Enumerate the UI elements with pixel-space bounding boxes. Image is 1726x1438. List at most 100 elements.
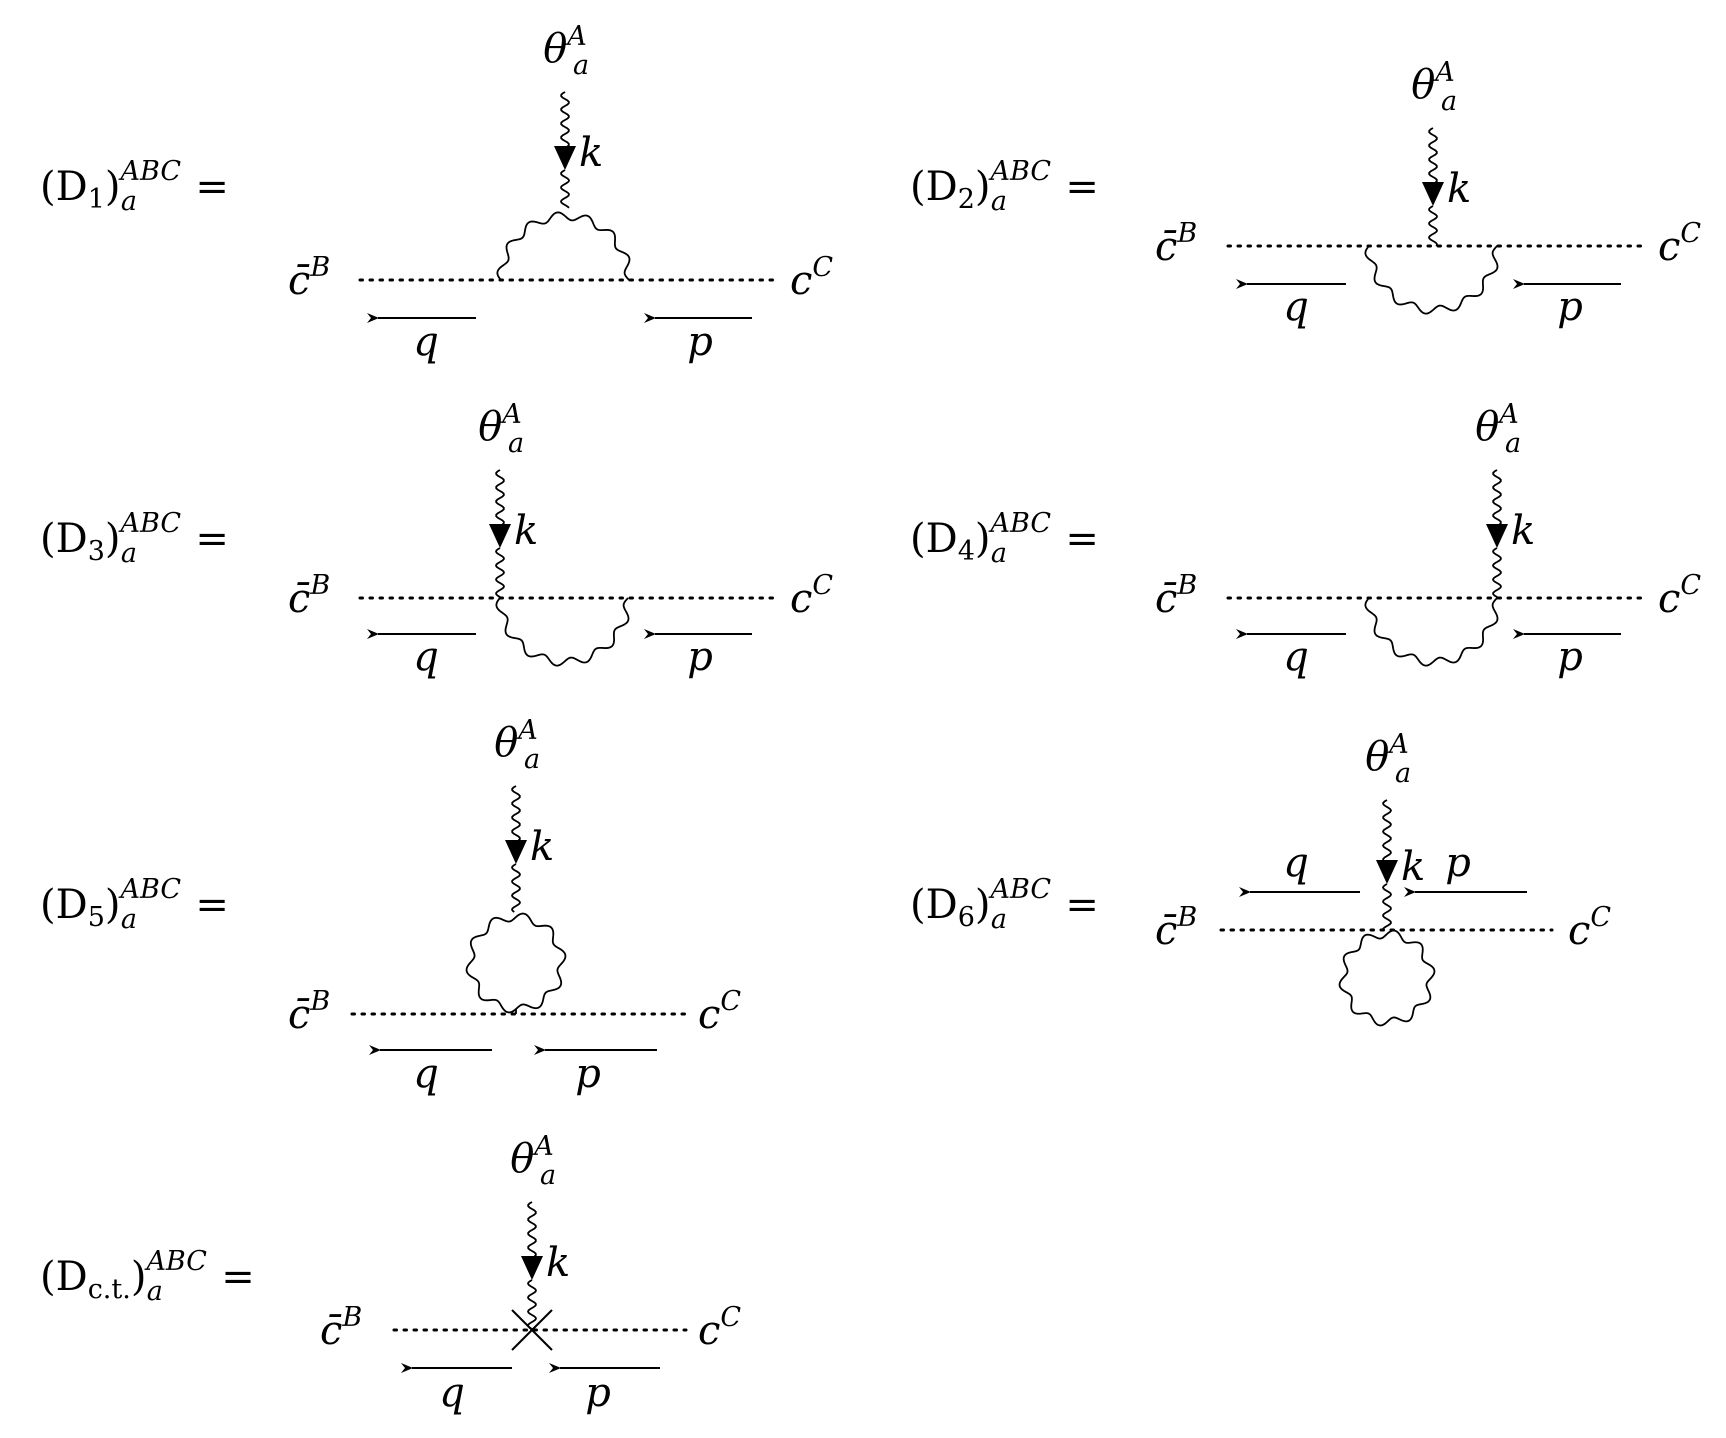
label-upper-indices: ABC — [143, 1246, 207, 1277]
c-label-symbol: c — [1658, 224, 1680, 270]
diagram-label: (D2)ABC — [910, 156, 1051, 215]
cbar-label: c̄B — [1155, 902, 1197, 954]
external-gluon-line — [527, 1201, 537, 1259]
q-label: q — [413, 634, 439, 680]
gluon-momentum-arrowhead — [1486, 524, 1508, 548]
cbar-label-symbol: c̄ — [320, 1308, 342, 1354]
c-label: cC — [698, 986, 741, 1038]
c-label: cC — [1658, 218, 1701, 270]
external-gluon-line — [560, 91, 570, 149]
internal-gluon-tadpole-loop — [1338, 929, 1436, 1027]
c-label-symbol: c — [1658, 576, 1680, 622]
label-lower-index: a — [121, 904, 137, 935]
counterterm-cross-b — [511, 1309, 553, 1351]
theta-symbol: θ — [478, 404, 502, 450]
gluon-momentum-arrowhead — [554, 146, 576, 170]
theta-superscript: A — [1496, 399, 1519, 430]
k-label: k — [1447, 166, 1471, 212]
label-lower-index: a — [147, 1276, 163, 1307]
equals-sign: = — [1065, 882, 1099, 928]
c-label-symbol: c — [790, 576, 812, 622]
diagram-label: (D6)ABC — [910, 874, 1051, 933]
theta-superscript: A — [499, 399, 522, 430]
label-main: (D — [910, 882, 958, 928]
label-upper-indices: ABC — [117, 156, 181, 187]
label-close: ) — [975, 164, 991, 210]
label-close: ) — [975, 516, 991, 562]
label-main: (D — [910, 516, 958, 562]
gluon-momentum-arrowhead — [505, 840, 527, 864]
external-gluon-line — [1381, 799, 1393, 863]
c-label-symbol: c — [698, 992, 720, 1038]
cbar-label-superscript: B — [1176, 902, 1197, 933]
label-close: ) — [105, 516, 121, 562]
k-label: k — [546, 1240, 570, 1286]
c-label-superscript: C — [812, 570, 833, 601]
equals-sign: = — [195, 164, 229, 210]
cbar-label-superscript: B — [309, 570, 330, 601]
p-label: p — [575, 1051, 601, 1097]
p-label: p — [1557, 634, 1583, 680]
cbar-label-symbol: c̄ — [288, 992, 310, 1038]
cbar-label: c̄B — [288, 570, 330, 622]
label-lower-index: a — [991, 186, 1007, 217]
external-gluon-line-lower — [1428, 205, 1438, 247]
cbar-label-superscript: B — [309, 986, 330, 1017]
label-upper-indices: ABC — [987, 874, 1051, 905]
p-label: p — [585, 1370, 611, 1416]
external-gluon-line — [495, 469, 505, 527]
label-lower-index: a — [991, 904, 1007, 935]
label-lower-index: a — [121, 186, 137, 217]
external-gluon-line-lower — [511, 863, 521, 913]
gluon-momentum-arrowhead — [1376, 860, 1398, 884]
theta-subscript: a — [508, 428, 524, 459]
label-index: 4 — [958, 536, 975, 567]
theta-symbol: θ — [510, 1136, 534, 1182]
label-index: 3 — [88, 536, 105, 567]
k-label: k — [530, 824, 554, 870]
q-label: q — [1283, 284, 1309, 330]
c-label-superscript: C — [1680, 570, 1701, 601]
theta-subscript: a — [1505, 428, 1521, 459]
diagram-label: (D1)ABC — [40, 156, 181, 215]
gluon-momentum-arrowhead — [489, 524, 511, 548]
k-label: k — [1401, 844, 1425, 890]
c-label: cC — [1658, 570, 1701, 622]
k-label: k — [1511, 508, 1535, 554]
internal-gluon-loop — [496, 211, 631, 281]
c-label: cC — [1568, 902, 1611, 954]
equals-sign: = — [195, 882, 229, 928]
p-label: p — [687, 634, 713, 680]
internal-gluon-arc — [1364, 245, 1499, 315]
c-label-symbol: c — [698, 1308, 720, 1354]
theta-label: θA — [494, 715, 538, 766]
external-gluon-line-lower — [526, 1279, 537, 1331]
k-label: k — [514, 508, 538, 554]
theta-symbol: θ — [1411, 62, 1435, 108]
c-label-symbol: c — [1568, 908, 1590, 954]
theta-label: θA — [510, 1131, 554, 1182]
label-main: (D — [40, 882, 88, 928]
c-label-superscript: C — [720, 986, 741, 1017]
internal-gluon-arc — [1364, 597, 1499, 667]
theta-superscript: A — [531, 1131, 554, 1162]
q-label: q — [413, 319, 439, 365]
external-gluon-line — [511, 785, 521, 843]
external-gluon-line-lower — [1382, 883, 1392, 931]
theta-label: θA — [1365, 729, 1409, 780]
p-label: p — [1445, 840, 1471, 886]
theta-superscript: A — [1432, 57, 1455, 88]
gluon-momentum-arrowhead — [521, 1256, 543, 1280]
internal-gluon-arc — [495, 597, 630, 667]
label-index: 5 — [88, 902, 105, 933]
q-label: q — [1283, 634, 1309, 680]
label-lower-index: a — [991, 538, 1007, 569]
theta-label: θA — [543, 21, 587, 72]
label-upper-indices: ABC — [117, 508, 181, 539]
label-upper-indices: ABC — [987, 156, 1051, 187]
